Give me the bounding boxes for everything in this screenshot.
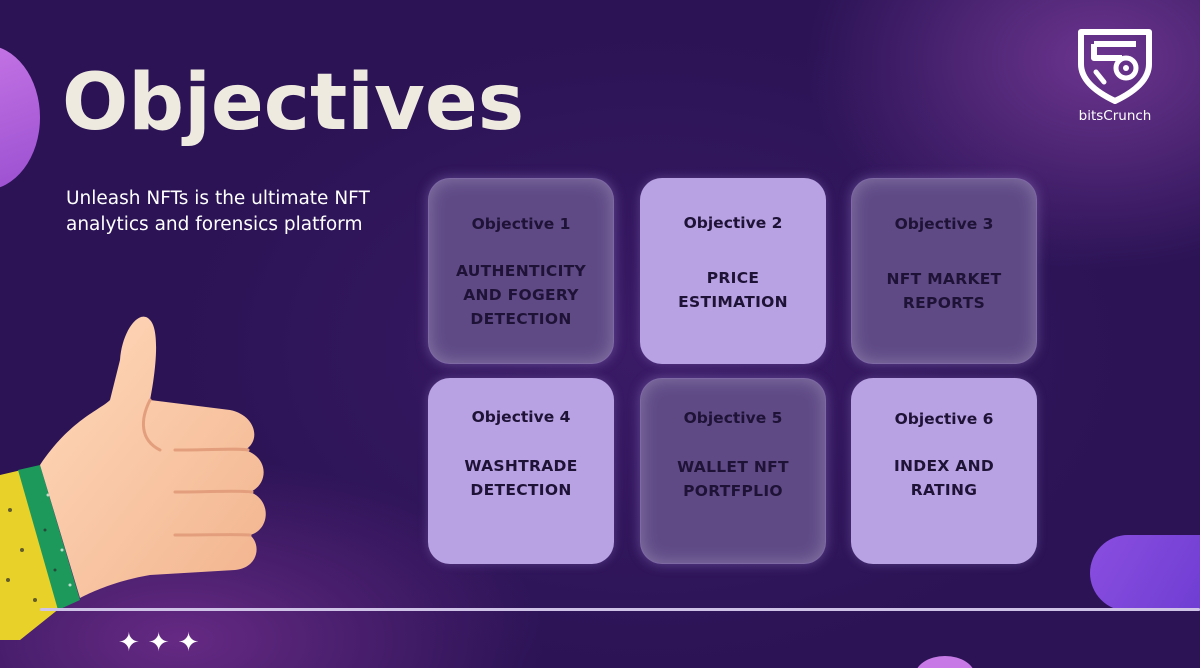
decorative-blob-bottom <box>915 656 975 668</box>
objective-card-2: Objective 2 PRICE ESTIMATION <box>640 178 826 364</box>
objective-card-4: Objective 4 WASHTRADE DETECTION <box>428 378 614 564</box>
objective-card-5: Objective 5 WALLET NFT PORTFPLIO <box>640 378 826 564</box>
brand-name: bitsCrunch <box>1078 108 1152 124</box>
objective-text: WASHTRADE DETECTION <box>464 457 578 499</box>
brand-logo: bitsCrunch <box>1072 28 1158 124</box>
thumbs-up-hand-icon <box>0 316 266 640</box>
objective-heading: Objective 4 <box>471 408 571 426</box>
objective-heading: Objective 2 <box>683 214 783 232</box>
objective-card-6: Objective 6 INDEX AND RATING <box>851 378 1037 564</box>
objective-card-3: Objective 3 NFT MARKET REPORTS <box>851 178 1037 364</box>
slide-subtitle: Unleash NFTs is the ultimate NFT analyti… <box>66 188 370 235</box>
objective-heading: Objective 6 <box>894 410 994 428</box>
objective-heading: Objective 5 <box>683 409 783 427</box>
objective-text: PRICE ESTIMATION <box>678 269 788 311</box>
objective-text: AUTHENTICITY AND FOGERY DETECTION <box>455 262 587 328</box>
decorative-stars: ✦✦✦ <box>118 628 208 658</box>
objective-heading: Objective 3 <box>894 215 994 233</box>
objective-text: WALLET NFT PORTFPLIO <box>677 458 789 500</box>
footer-divider <box>40 608 1200 611</box>
slide-title: Objectives <box>62 58 525 148</box>
bitscrunch-logo-icon <box>1078 29 1152 104</box>
objective-heading: Objective 1 <box>471 215 571 233</box>
objective-text: NFT MARKET REPORTS <box>886 270 1002 312</box>
objective-text: INDEX AND RATING <box>893 457 995 499</box>
decorative-blob-right <box>1090 535 1200 611</box>
decorative-blob-left <box>0 45 40 190</box>
objective-card-1: Objective 1 AUTHENTICITY AND FOGERY DETE… <box>428 178 614 364</box>
